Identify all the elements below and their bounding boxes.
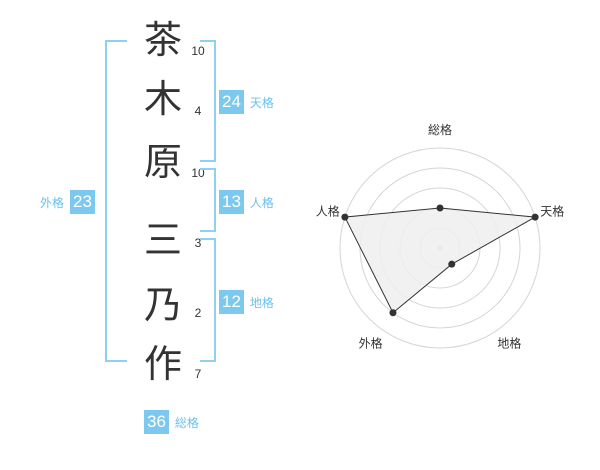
- gaikaku-label: 外格: [40, 195, 65, 210]
- radar-point-3: [448, 260, 456, 268]
- radar-axis-label-5: 人格: [316, 204, 340, 219]
- gaikaku-bracket: [105, 40, 127, 362]
- gaikaku-value: 23: [70, 190, 95, 214]
- soukaku-value: 36: [144, 410, 169, 434]
- tenkaku-label: 天格: [249, 95, 274, 110]
- radar-point-5: [341, 213, 349, 221]
- name-char-5: 乃: [143, 283, 182, 327]
- soukaku-badge: 36 総格: [144, 410, 199, 434]
- stroke-count-4: 3: [194, 236, 202, 250]
- chikaku-badge: 12 地格: [219, 290, 274, 314]
- chikaku-bracket: [200, 238, 216, 362]
- chikaku-label: 地格: [249, 295, 274, 310]
- radar-axis-label-4: 外格: [359, 335, 383, 350]
- tenkaku-bracket: [200, 40, 216, 162]
- name-char-6: 作: [143, 342, 182, 386]
- jinkaku-badge: 13 人格: [219, 190, 274, 214]
- stroke-count-6: 7: [194, 367, 202, 381]
- jinkaku-bracket: [200, 168, 216, 232]
- radar-point-4: [389, 309, 397, 317]
- tenkaku-value: 24: [219, 90, 244, 114]
- name-char-1: 茶: [143, 18, 182, 62]
- stroke-count-2: 4: [194, 104, 202, 118]
- radar-axis-label-3: 地格: [497, 335, 521, 350]
- radar-axis-label-2: 天格: [540, 204, 564, 219]
- gaikaku-badge: 外格 23: [40, 190, 95, 214]
- radar-ring-5: [339, 147, 541, 349]
- jinkaku-value: 13: [219, 190, 244, 214]
- name-char-2: 木: [143, 77, 182, 121]
- radar-polygon: [344, 207, 537, 314]
- stroke-count-1: 10: [191, 44, 205, 58]
- chikaku-value: 12: [219, 290, 244, 314]
- soukaku-label: 総格: [174, 415, 199, 430]
- tenkaku-badge: 24 天格: [219, 90, 274, 114]
- name-char-4: 三: [143, 218, 182, 262]
- radar-point-1: [436, 204, 444, 212]
- stroke-count-5: 2: [194, 306, 202, 320]
- jinkaku-label: 人格: [249, 195, 274, 210]
- name-char-3: 原: [143, 140, 182, 184]
- radar-point-2: [531, 213, 539, 221]
- radar-axis-label-1: 総格: [428, 122, 452, 137]
